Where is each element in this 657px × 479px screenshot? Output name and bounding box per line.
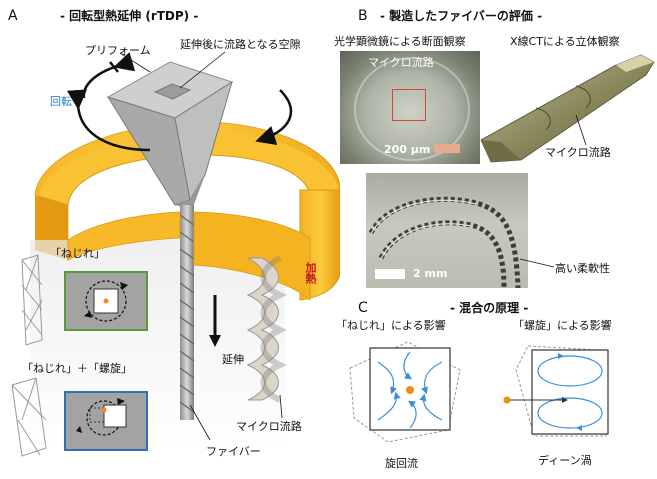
micro-photo-label: マイクロ流路: [368, 56, 434, 69]
panel-b-title: - 製造したファイバーの評価 -: [380, 9, 543, 23]
swirl-label: 旋回流: [385, 457, 418, 470]
flexibility-photo: [366, 173, 528, 288]
xct-label: X線CTによる立体観察: [510, 35, 620, 48]
panel-c-title: - 混合の原理 -: [450, 301, 529, 315]
helix-effect-label: 「螺旋」による影響: [513, 319, 612, 332]
heating-text: 加熱: [304, 262, 317, 284]
optical-label: 光学顕微鏡による断面観察: [334, 35, 466, 48]
twist-effect-label: 「ねじれ」による影響: [336, 319, 446, 332]
flexibility-label: 高い柔軟性: [555, 262, 610, 275]
micro-ct-label: マイクロ流路: [545, 146, 611, 159]
twist-helix-label: 「ねじれ」＋「螺旋」: [22, 362, 132, 375]
panel-b-letter: B: [358, 8, 368, 24]
draw-label: 延伸: [222, 353, 244, 366]
preform-label: プリフォーム: [85, 44, 151, 57]
dean-label: ディーン渦: [538, 454, 592, 467]
xct-render: [480, 54, 655, 163]
scale-bar-2mm: [375, 269, 405, 279]
rtdp-illustration: [11, 51, 340, 457]
scale-200-label: 200 µm: [384, 143, 431, 156]
microchannel-label-a: マイクロ流路: [236, 420, 302, 433]
braided-microchannel: [246, 255, 288, 403]
swirl-flow-diagram: [349, 341, 461, 443]
twist-label: 「ねじれ」: [50, 247, 105, 260]
scale-2mm-label: 2 mm: [413, 267, 448, 280]
optical-micrograph: [340, 51, 480, 164]
panel-a-title: - 回転型熱延伸 (rTDP) -: [60, 9, 199, 23]
fiber-label: ファイバー: [206, 445, 261, 458]
dean-vortex-diagram: [503, 345, 609, 437]
rotation-label: 回転: [50, 95, 72, 108]
drawn-fiber: [179, 205, 195, 420]
panel-a-letter: A: [8, 8, 18, 24]
void-label: 延伸後に流路となる空隙: [180, 38, 301, 51]
scale-bar-200um: [434, 144, 460, 153]
heater-front: [67, 205, 181, 261]
panel-c-letter: C: [358, 300, 368, 316]
